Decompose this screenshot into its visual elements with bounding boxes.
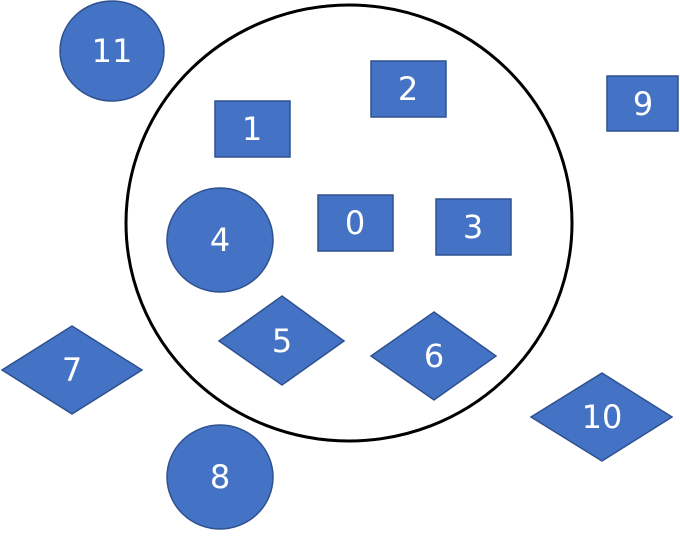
node-11-label: 11 xyxy=(92,32,133,70)
node-4: 4 xyxy=(166,187,274,293)
node-9-square xyxy=(606,75,679,132)
node-0-label: 0 xyxy=(345,204,365,242)
node-10-diamond xyxy=(529,372,674,462)
node-2-square xyxy=(370,60,447,118)
node-4-label: 4 xyxy=(210,221,230,259)
node-10: 10 xyxy=(529,372,674,462)
node-5: 5 xyxy=(217,295,346,386)
node-3-label: 3 xyxy=(463,208,483,246)
node-7-label: 7 xyxy=(62,351,82,389)
node-6-diamond xyxy=(369,311,498,401)
node-3-square xyxy=(435,198,512,256)
node-4-circle xyxy=(166,187,274,293)
node-8: 8 xyxy=(166,424,274,530)
node-9-label: 9 xyxy=(633,85,653,123)
node-2-label: 2 xyxy=(398,70,418,108)
boundary-circle xyxy=(124,3,574,443)
node-3: 3 xyxy=(435,198,512,256)
node-8-circle xyxy=(166,424,274,530)
node-6-label: 6 xyxy=(424,337,444,375)
node-1-label: 1 xyxy=(242,110,262,148)
node-5-label: 5 xyxy=(272,322,292,360)
node-7-diamond xyxy=(0,325,144,415)
node-10-label: 10 xyxy=(582,398,623,436)
node-7: 7 xyxy=(0,325,144,415)
node-8-label: 8 xyxy=(210,458,230,496)
node-5-diamond xyxy=(217,295,346,386)
node-2: 2 xyxy=(370,60,447,118)
node-1: 1 xyxy=(214,100,291,158)
node-6: 6 xyxy=(369,311,498,401)
node-9: 9 xyxy=(606,75,679,132)
node-11-circle xyxy=(59,0,165,102)
node-1-square xyxy=(214,100,291,158)
node-0-square xyxy=(317,194,394,252)
node-11: 11 xyxy=(59,0,165,102)
node-0: 0 xyxy=(317,194,394,252)
